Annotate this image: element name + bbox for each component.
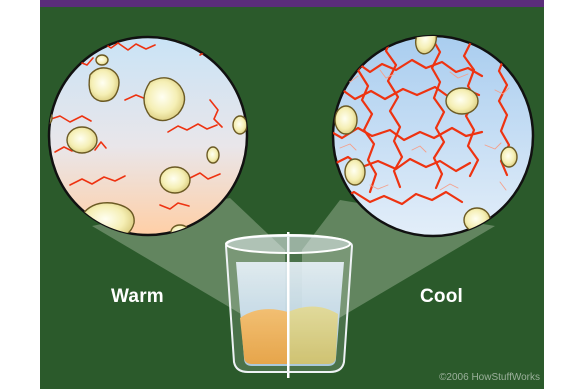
top-stripe — [40, 0, 544, 7]
fat-droplet — [144, 78, 185, 121]
fat-droplet — [67, 127, 97, 153]
diagram-board — [40, 0, 544, 389]
warm-label: Warm — [111, 286, 164, 308]
fat-droplet — [160, 167, 190, 193]
cool-label: Cool — [420, 286, 463, 308]
copyright-text: ©2006 HowStuffWorks — [439, 372, 540, 383]
fat-droplet — [96, 55, 108, 65]
beaker-glass — [226, 236, 352, 372]
beaker — [226, 232, 352, 378]
fat-droplet — [89, 68, 119, 101]
fat-droplet — [207, 147, 219, 163]
fat-droplet — [345, 159, 365, 185]
fat-droplet — [501, 147, 517, 167]
fat-droplet — [233, 116, 247, 134]
beaker-rim — [226, 235, 350, 253]
fat-droplet — [335, 106, 357, 134]
fat-droplet — [446, 88, 478, 114]
